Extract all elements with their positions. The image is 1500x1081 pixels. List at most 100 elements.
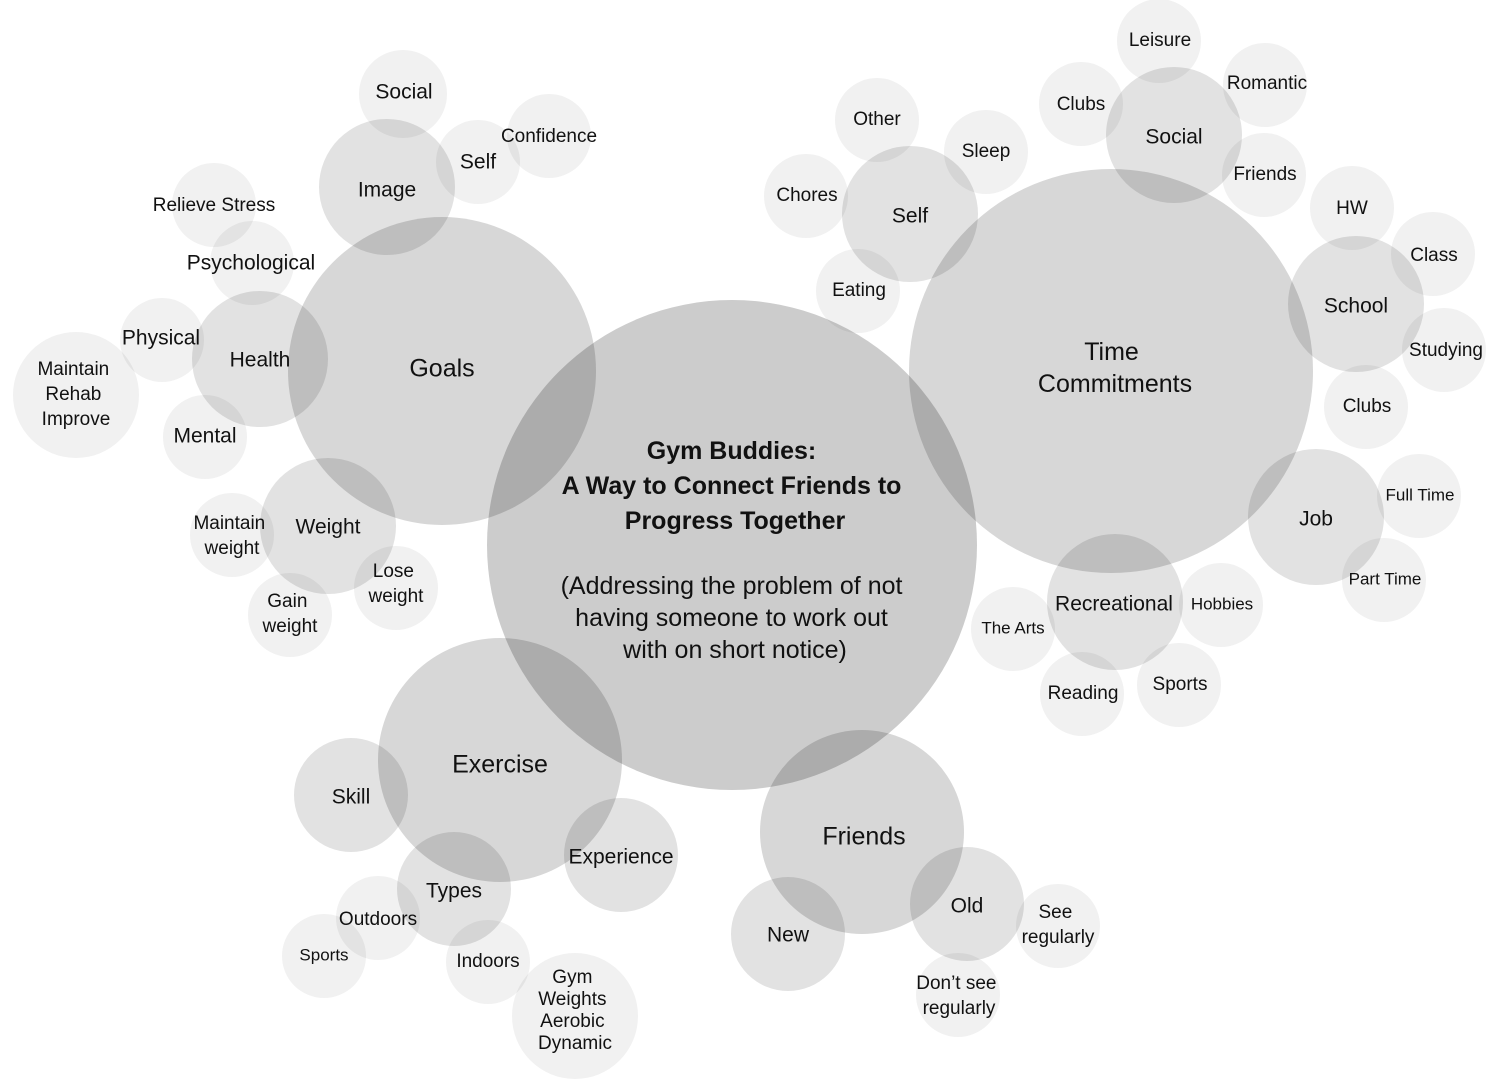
label-dont-see-regularly: Don’t see regularly [916, 973, 1002, 1019]
label-types: Types [426, 880, 482, 903]
label-sleep: Sleep [962, 141, 1011, 162]
label-goals: Goals [409, 355, 474, 383]
label-school: School [1324, 295, 1388, 318]
bubble-full-time [1377, 454, 1461, 538]
label-chores: Chores [776, 185, 837, 206]
label-studying: Studying [1409, 340, 1483, 361]
label-sports-outdoors: Sports [299, 945, 348, 964]
label-rehab: Rehab [45, 384, 101, 405]
label-dont-see-regularly-line-1: Don’t see [916, 973, 996, 994]
label-romantic: Romantic [1227, 73, 1307, 94]
label-relieve-stress: Relieve Stress [153, 195, 276, 216]
label-leisure: Leisure [1129, 30, 1191, 51]
label-outdoors: Outdoors [339, 909, 417, 930]
bubble-sports-recreational [1137, 643, 1221, 727]
bubble-dont-see-regularly [916, 953, 1000, 1037]
label-mental: Mental [173, 425, 236, 448]
label-health: Health [230, 349, 291, 372]
label-other: Other [853, 109, 901, 130]
label-social-image: Social [375, 81, 432, 104]
bubble-social-image [359, 50, 447, 138]
label-friends-social: Friends [1233, 164, 1296, 185]
label-confidence: Confidence [501, 126, 597, 147]
center-title-line-2: A Way to Connect Friends to [562, 472, 902, 500]
label-time-commitments: Time Commitments [1038, 338, 1192, 398]
label-clubs-school: Clubs [1343, 396, 1392, 417]
bubble-job [1248, 449, 1384, 585]
label-the-arts: The Arts [981, 618, 1044, 637]
label-self-time: Self [892, 205, 928, 228]
bubble-social-time [1106, 67, 1242, 203]
bubble-sleep [944, 110, 1028, 194]
label-gym: Gym [552, 967, 592, 988]
label-weights: Weights [538, 989, 606, 1010]
label-maintain-weight-line-2: weight [204, 538, 261, 559]
label-maintain-rehab-improve: Maintain Rehab Improve [37, 359, 114, 430]
center-subtitle-line-1: (Addressing the problem of not [561, 572, 903, 600]
bubble-self-time [842, 146, 978, 282]
bubble-clubs-school [1324, 365, 1408, 449]
bubble-other [835, 78, 919, 162]
bubble-self-image [436, 120, 520, 204]
label-social-time: Social [1145, 126, 1202, 149]
label-recreational: Recreational [1055, 593, 1173, 616]
label-exercise: Exercise [452, 751, 548, 779]
label-time: Time [1084, 338, 1139, 366]
label-maintain-weight-line-1: Maintain [193, 513, 265, 534]
bubble-romantic [1223, 43, 1307, 127]
label-dont-see-regularly-line-2: regularly [923, 998, 996, 1019]
label-friends: Friends [822, 823, 905, 851]
bubble-layer [13, 0, 1486, 1079]
label-weight: Weight [296, 516, 361, 539]
label-part-time: Part Time [1349, 569, 1422, 588]
bubble-hobbies [1179, 563, 1263, 647]
bubble-school [1288, 236, 1424, 372]
bubble-confidence [507, 94, 591, 178]
bubble-maintain-weight [190, 493, 274, 577]
bubble-maintain-rehab-improve [13, 332, 139, 458]
bubble-gain-weight [248, 573, 332, 657]
label-new: New [767, 924, 810, 947]
label-class: Class [1410, 245, 1458, 266]
label-see-regularly-line-1: See [1038, 902, 1072, 923]
label-full-time: Full Time [1386, 485, 1455, 504]
label-experience: Experience [568, 846, 673, 869]
center-title-line-3: Progress Together [625, 507, 846, 535]
label-lose-weight-line-2: weight [368, 586, 425, 607]
label-dynamic: Dynamic [538, 1033, 612, 1054]
bubble-the-arts [971, 587, 1055, 671]
center-subtitle-line-3: with on short notice) [622, 636, 847, 664]
center-title: Gym Buddies: A Way to Connect Friends to… [562, 437, 909, 535]
label-improve: Improve [42, 409, 111, 430]
label-gym-weights-aerobic-dynamic: Gym Weights Aerobic Dynamic [538, 967, 612, 1054]
label-self-image: Self [460, 151, 496, 174]
label-reading: Reading [1048, 683, 1119, 704]
label-image: Image [358, 179, 416, 202]
label-maintain-weight: Maintain weight [193, 513, 270, 559]
center-subtitle-line-2: having someone to work out [575, 604, 888, 632]
bubble-see-regularly [1016, 884, 1100, 968]
bubble-hw [1310, 166, 1394, 250]
bubble-friends-social [1222, 133, 1306, 217]
label-physical: Physical [122, 327, 200, 350]
label-maintain: Maintain [37, 359, 109, 380]
bubble-psychological [210, 221, 294, 305]
bubble-gym-weights-aerobic-dynamic [512, 953, 638, 1079]
label-indoors: Indoors [456, 951, 519, 972]
label-lose-weight: Lose weight [368, 561, 425, 607]
label-layer: Gym Buddies: A Way to Connect Friends to… [37, 30, 1483, 1054]
bubble-clubs-social [1039, 62, 1123, 146]
bubble-time-commitments [909, 169, 1313, 573]
label-hobbies: Hobbies [1191, 594, 1253, 613]
label-see-regularly-line-2: regularly [1022, 927, 1095, 948]
bubble-reading [1040, 652, 1124, 736]
bubble-chores [764, 154, 848, 238]
label-aerobic: Aerobic [540, 1011, 604, 1032]
bubble-center [487, 300, 977, 790]
label-clubs-social: Clubs [1057, 94, 1106, 115]
center-title-line-1: Gym Buddies: [647, 437, 816, 465]
bubble-sports-outdoors [282, 914, 366, 998]
label-skill: Skill [332, 786, 371, 809]
center-subtitle: (Addressing the problem of not having so… [561, 572, 910, 664]
